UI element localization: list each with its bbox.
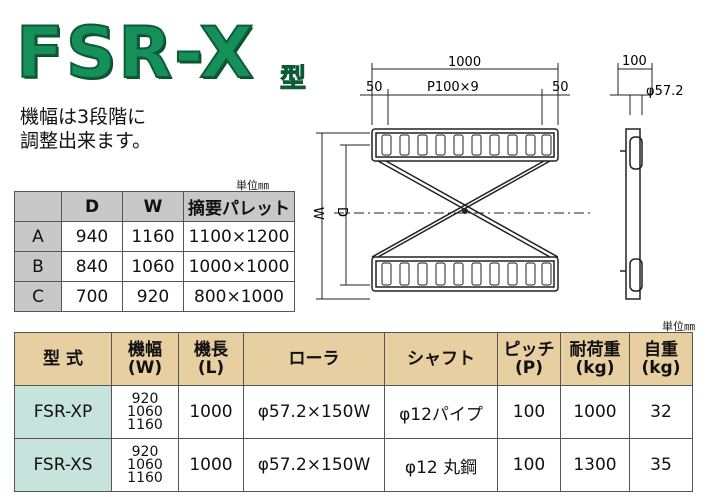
header-model: 型 式 [14, 332, 112, 386]
width-value: 920 [131, 443, 159, 460]
table-cell: 940 [61, 221, 123, 252]
header-text: 機幅 [128, 340, 162, 360]
width-value: 1060 [127, 456, 163, 473]
table-cell: A [14, 221, 62, 252]
length-cell: 1000 [178, 385, 244, 439]
header-length: 機長(L) [178, 332, 244, 386]
width-value: 1060 [127, 403, 163, 420]
roller-diameter-label: φ57.2 [646, 84, 684, 99]
title-suffix: 型 [279, 64, 307, 95]
header-pitch: ピッチ(P) [497, 332, 561, 386]
roller-cell: φ57.2×150W [243, 385, 385, 439]
load-cell: 1000 [560, 385, 630, 439]
header-text: 機長 [194, 340, 228, 360]
header-text: ピッチ [503, 340, 555, 360]
header-text: 型 式 [43, 349, 83, 369]
pitch-cell: 100 [497, 438, 561, 492]
dimension-table: D W 摘要パレット A 940 1160 1100×1200 B 840 10… [14, 191, 295, 312]
width-value: 920 [131, 390, 159, 407]
model-cell: FSR-XP [14, 385, 112, 439]
table-cell: 700 [61, 281, 123, 312]
unit-label-dimension: 単位㎜ [236, 179, 269, 192]
table-header-cell: D [61, 191, 123, 222]
left-margin-label: 50 [366, 80, 383, 95]
length-label: 1000 [448, 55, 481, 70]
header-text: (P) [515, 358, 543, 378]
header-text: 自重 [644, 340, 678, 360]
table-header-row: 型 式 機幅(W) 機長(L) ローラ シャフト ピッチ(P) 耐荷重(kg) … [14, 332, 693, 386]
header-weight: 自重(kg) [629, 332, 693, 386]
table-row: B 840 1060 1000×1000 [14, 251, 295, 282]
description: 機幅は3段階に 調整出来ます。 [20, 106, 152, 152]
width-value: 1160 [127, 416, 163, 433]
table-cell: 1060 [122, 251, 184, 282]
d-label: D [334, 207, 349, 217]
header-roller: ローラ [243, 332, 385, 386]
table-cell: 1000×1000 [183, 251, 295, 282]
roller-cell: φ57.2×150W [243, 438, 385, 492]
table-row: A 940 1160 1100×1200 [14, 221, 295, 252]
table-row: C 700 920 800×1000 [14, 281, 295, 312]
side-width-label: 100 [622, 55, 647, 69]
table-cell: 1160 [122, 221, 184, 252]
table-cell: B [14, 251, 62, 282]
table-header-cell [14, 191, 62, 222]
weight-cell: 35 [629, 438, 693, 492]
header-text: シャフト [407, 349, 475, 369]
table-cell: 920 [122, 281, 184, 312]
load-cell: 1300 [560, 438, 630, 492]
shaft-cell: φ12 丸鋼 [384, 438, 498, 492]
spec-table: 型 式 機幅(W) 機長(L) ローラ シャフト ピッチ(P) 耐荷重(kg) … [14, 332, 693, 492]
table-cell: 800×1000 [183, 281, 295, 312]
header-text: ローラ [288, 349, 340, 369]
pitch-label: P100×9 [427, 80, 479, 95]
model-cell: FSR-XS [14, 438, 112, 492]
pitch-cell: 100 [497, 385, 561, 439]
width-value: 1160 [127, 469, 163, 486]
header-text: (W) [127, 358, 163, 378]
shaft-cell: φ12パイプ [384, 385, 498, 439]
table-cell: 1100×1200 [183, 221, 295, 252]
pivot-icon [462, 208, 468, 214]
header-text: (kg) [641, 358, 681, 378]
conveyor-drawing: 1000 50 P100×9 50 W D 100 φ57.2 [310, 55, 684, 300]
table-cell: C [14, 281, 62, 312]
header-load: 耐荷重(kg) [560, 332, 630, 386]
table-header-cell: W [122, 191, 184, 222]
w-label: W [310, 207, 325, 220]
header-width: 機幅(W) [111, 332, 179, 386]
header-text: (kg) [575, 358, 615, 378]
page-title: FSR-X [15, 11, 256, 95]
table-header-cell: 摘要パレット [183, 191, 295, 222]
table-header-row: D W 摘要パレット [14, 191, 295, 222]
header-shaft: シャフト [384, 332, 498, 386]
header-text: 耐荷重 [569, 340, 621, 360]
weight-cell: 32 [629, 385, 693, 439]
header-text: (L) [197, 358, 225, 378]
table-cell: 840 [61, 251, 123, 282]
length-cell: 1000 [178, 438, 244, 492]
right-margin-label: 50 [552, 80, 569, 95]
unit-label-spec: 単位㎜ [662, 320, 695, 333]
